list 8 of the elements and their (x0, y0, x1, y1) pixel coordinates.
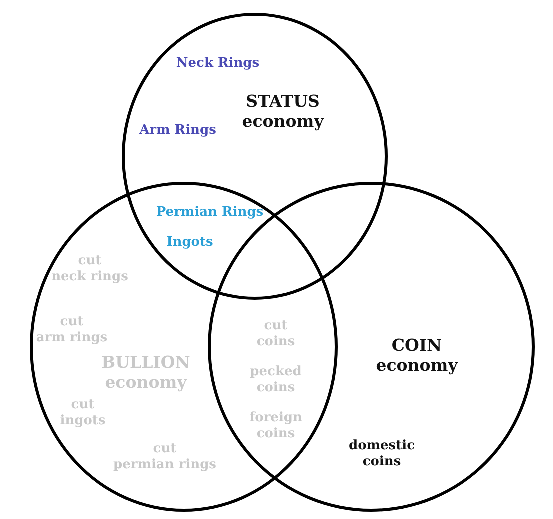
item-label: Arm Rings (140, 123, 216, 139)
item-label: Neck Rings (176, 56, 260, 72)
set-title: STATUS economy (242, 92, 324, 132)
set-title: COIN economy (376, 336, 458, 376)
item-label: domestic coins (349, 438, 415, 470)
item-label: Permian Rings (156, 205, 264, 221)
item-label: Ingots (166, 235, 214, 251)
set-circle (30, 182, 338, 512)
